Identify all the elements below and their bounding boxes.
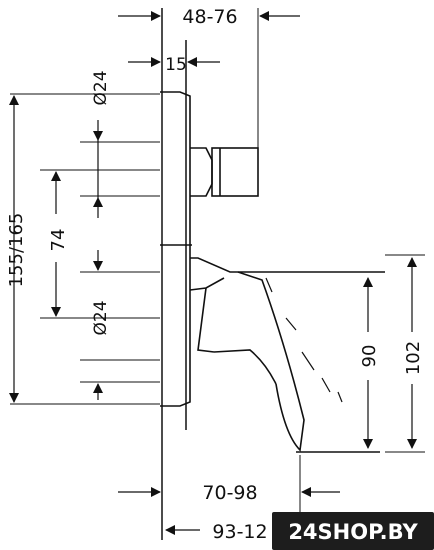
dim-cover-depth: 15 [165,55,187,75]
dim-spout-span: 70-98 [202,482,257,504]
dim-depth-102: 102 [403,341,424,375]
cover-plate [160,91,192,407]
dim-diam-upper: Ø24 [91,70,111,105]
spout [237,271,380,453]
dim-depth-90: 90 [359,345,380,368]
dim-spacing: 74 [48,229,69,252]
watermark-text: 24SHOP.BY [288,520,418,544]
dim-spout-total: 93-12 [212,521,267,543]
mixer-lever [189,257,385,385]
extension-lines [10,8,425,520]
watermark: 24SHOP.BY [272,512,434,550]
flow-dashes [265,277,343,403]
dim-diam-lower: Ø24 [91,300,111,335]
wall-lines [161,8,187,540]
diverter-knob [190,147,259,197]
dim-height-total: 155/165 [6,213,27,288]
dim-top-range: 48-76 [182,6,237,28]
dimension-labels: 48-76 15 Ø24 155/165 74 Ø24 90 102 70-98… [6,6,424,543]
dimension-arrows [9,11,417,535]
